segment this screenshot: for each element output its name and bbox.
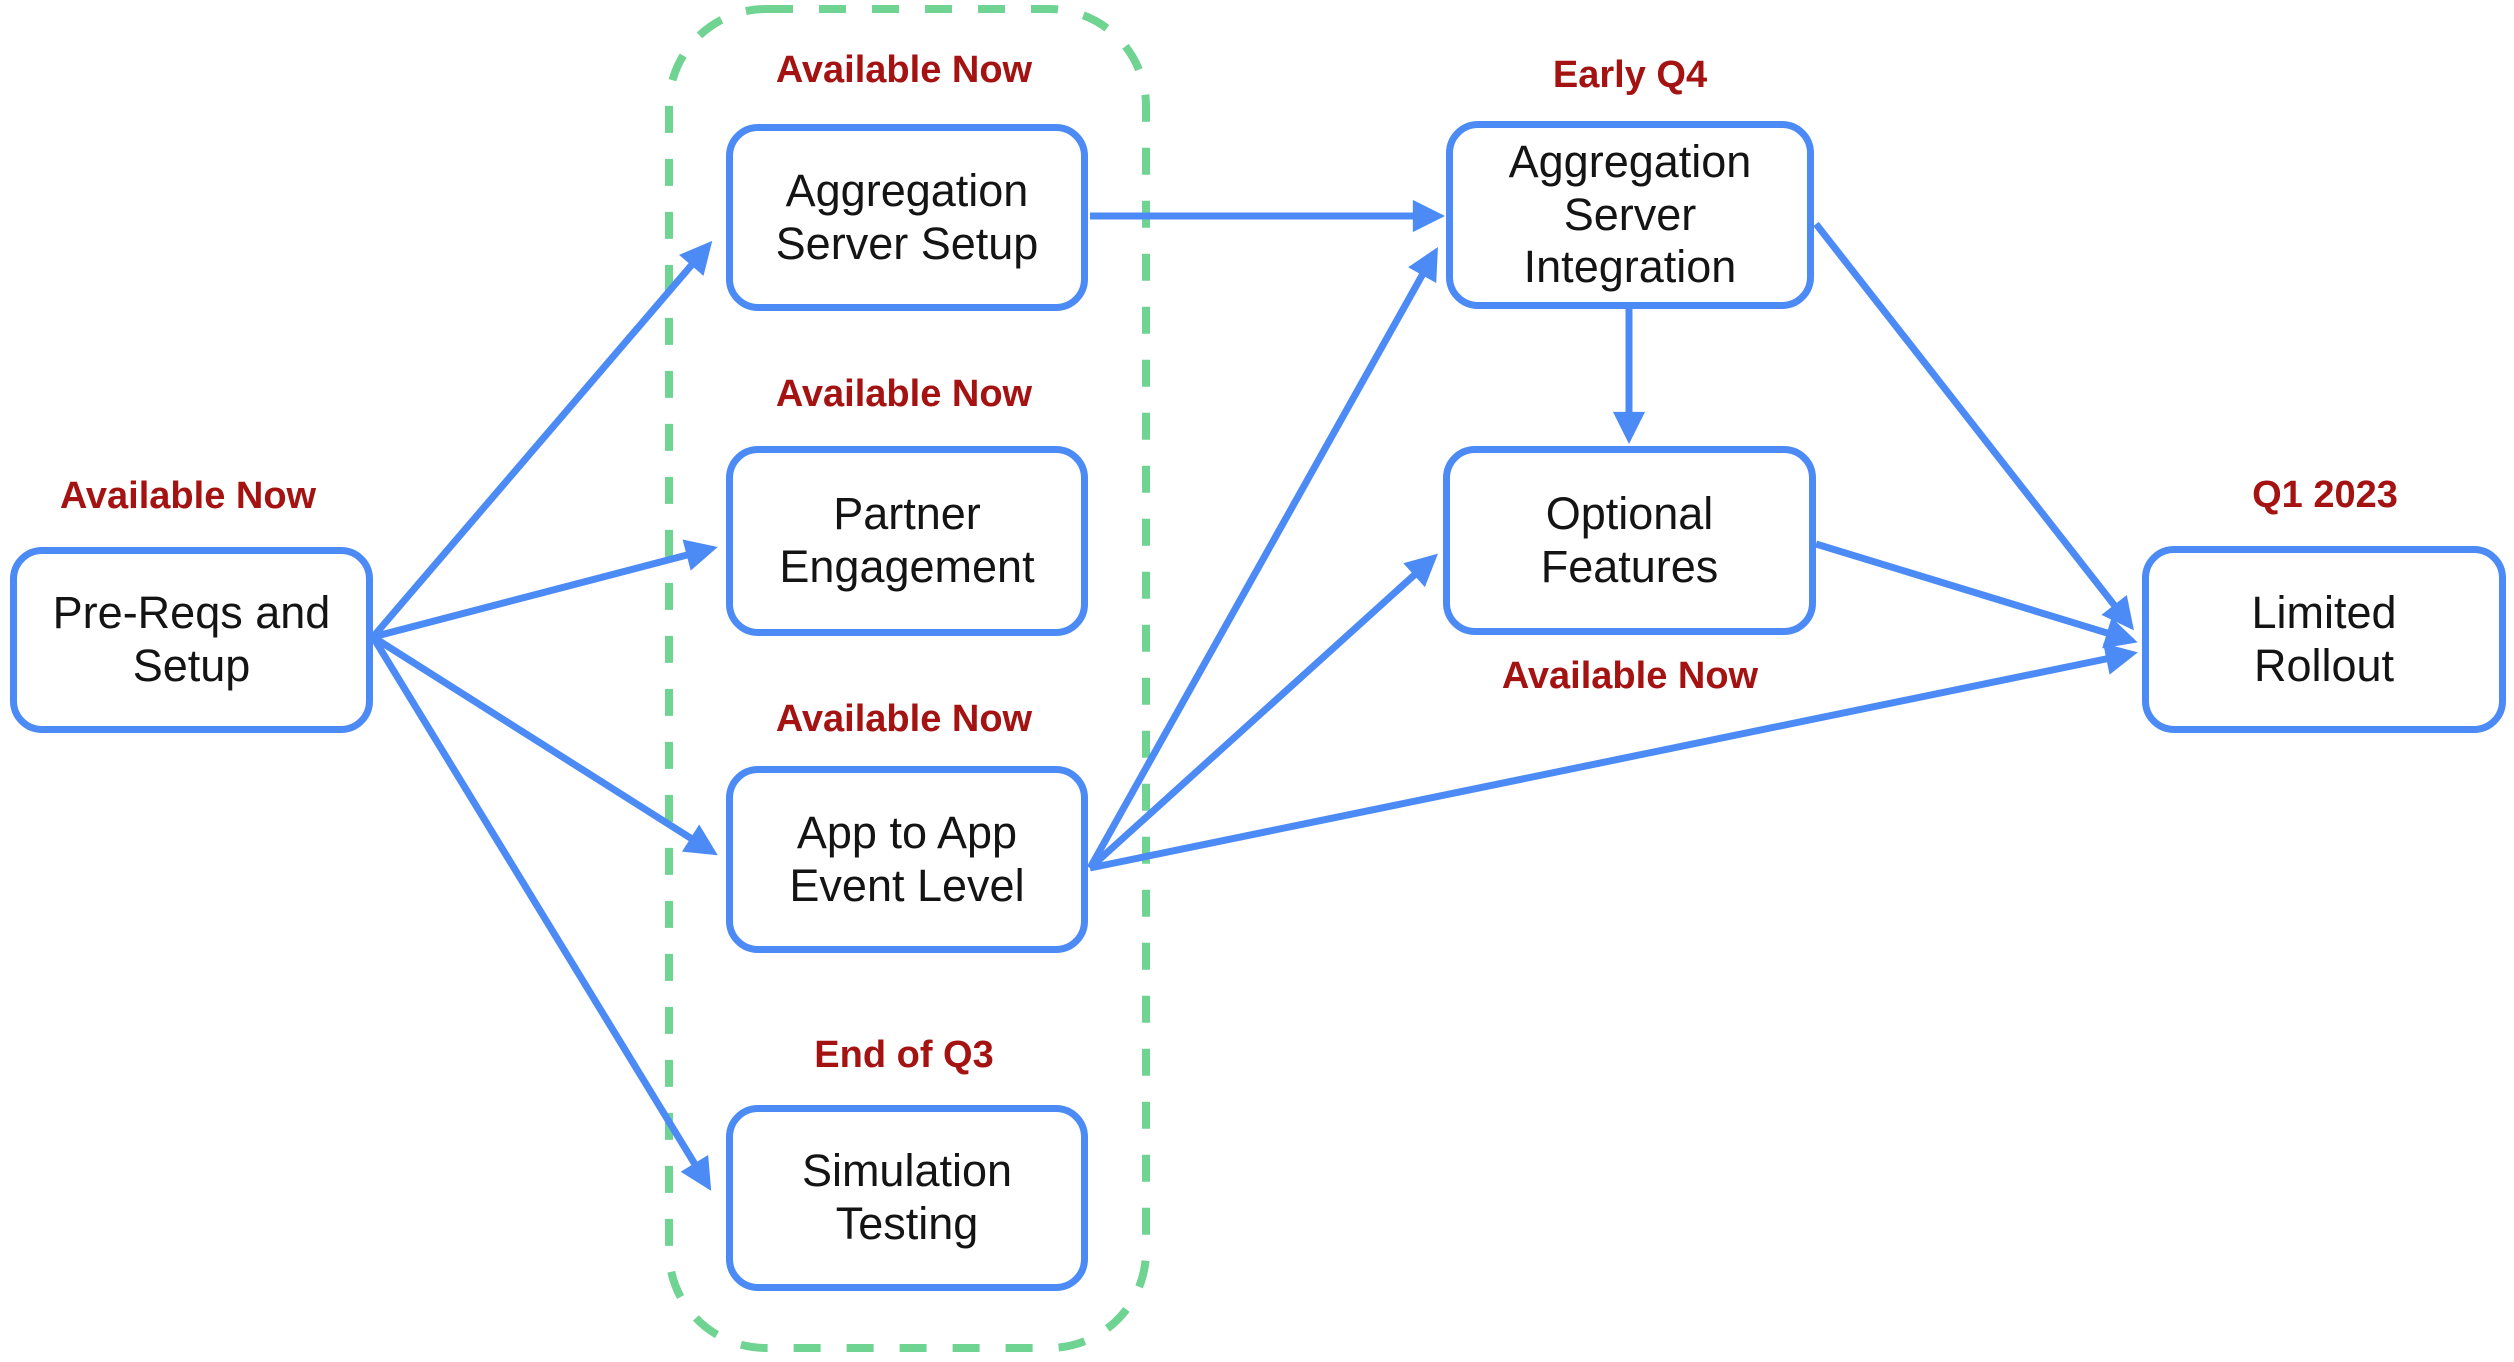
node-optional-features-label: Optional Features [1540, 487, 1719, 592]
edge-app-to-app-to-agg-integration [1086, 246, 1438, 870]
node-pre-reqs-and-setup-label: Pre-Reqs and Setup [52, 587, 331, 691]
node-app-to-app-event-level: App to App Event Level [726, 766, 1088, 953]
status-label-optional-features: Available Now [1501, 655, 1759, 697]
status-label-limited-rollout: Q1 2023 [2252, 474, 2398, 516]
group-outline [665, 5, 1150, 1352]
node-optional-features: Optional Features [1443, 446, 1816, 635]
edge-app-to-app-to-optional-features [1087, 553, 1438, 871]
node-aggregation-server-setup: Aggregation Server Setup [726, 124, 1088, 311]
edge-agg-integration-to-limited-rollout [1813, 221, 2134, 631]
node-aggregation-server-integration-label: Aggregation Server Integration [1508, 136, 1752, 293]
edge-pre-reqs-to-aggregation-server-setup [370, 240, 713, 640]
node-simulation-testing: Simulation Testing [726, 1105, 1088, 1291]
node-app-to-app-event-level-label: App to App Event Level [789, 806, 1025, 911]
status-label-simulation-testing: End of Q3 [814, 1034, 994, 1076]
status-label-aggregation-server-integration: Early Q4 [1552, 54, 1708, 96]
node-limited-rollout-label: Limited Rollout [2251, 586, 2397, 691]
node-partner-engagement: Partner Engagement [726, 446, 1088, 636]
edge-app-to-app-to-limited-rollout [1089, 643, 2138, 872]
node-aggregation-server-integration: Aggregation Server Integration [1446, 121, 1814, 309]
node-aggregation-server-setup-label: Aggregation Server Setup [775, 164, 1039, 269]
status-label-partner-engagement: Available Now [775, 373, 1033, 415]
status-label-app-to-app: Available Now [775, 698, 1033, 740]
node-limited-rollout: Limited Rollout [2142, 546, 2506, 733]
edge-pre-reqs-to-partner-engagement [372, 539, 718, 641]
status-label-aggregation-server-setup: Available Now [775, 49, 1033, 91]
status-label-pre-reqs: Available Now [59, 475, 317, 517]
edge-optional-features-to-limited-rollout [1814, 540, 2138, 649]
node-partner-engagement-label: Partner Engagement [779, 488, 1035, 592]
edge-pre-reqs-to-simulation-testing [370, 635, 712, 1191]
node-pre-reqs-and-setup: Pre-Reqs and Setup [10, 547, 373, 733]
edge-pre-reqs-to-app-to-app [371, 634, 718, 856]
node-simulation-testing-label: Simulation Testing [801, 1145, 1013, 1249]
